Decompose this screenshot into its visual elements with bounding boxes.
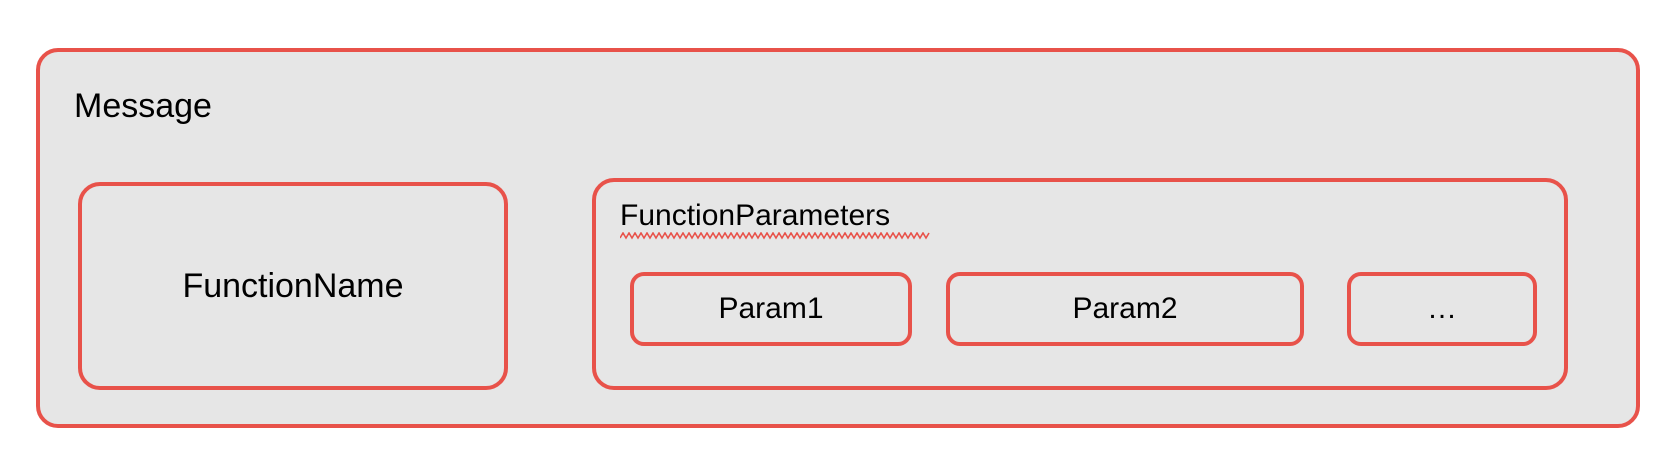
param-label: Param2 [1072,292,1178,325]
param-block: Param1 [630,272,912,346]
function-name-label: FunctionName [182,266,404,305]
message-block-title: Message [74,87,212,125]
param-block: … [1347,272,1537,346]
param-ellipsis-label: … [1427,292,1457,325]
param-label: Param1 [718,292,824,325]
function-parameters-label: FunctionParameters [620,199,891,232]
function-name-block [78,182,508,390]
param-block: Param2 [946,272,1304,346]
